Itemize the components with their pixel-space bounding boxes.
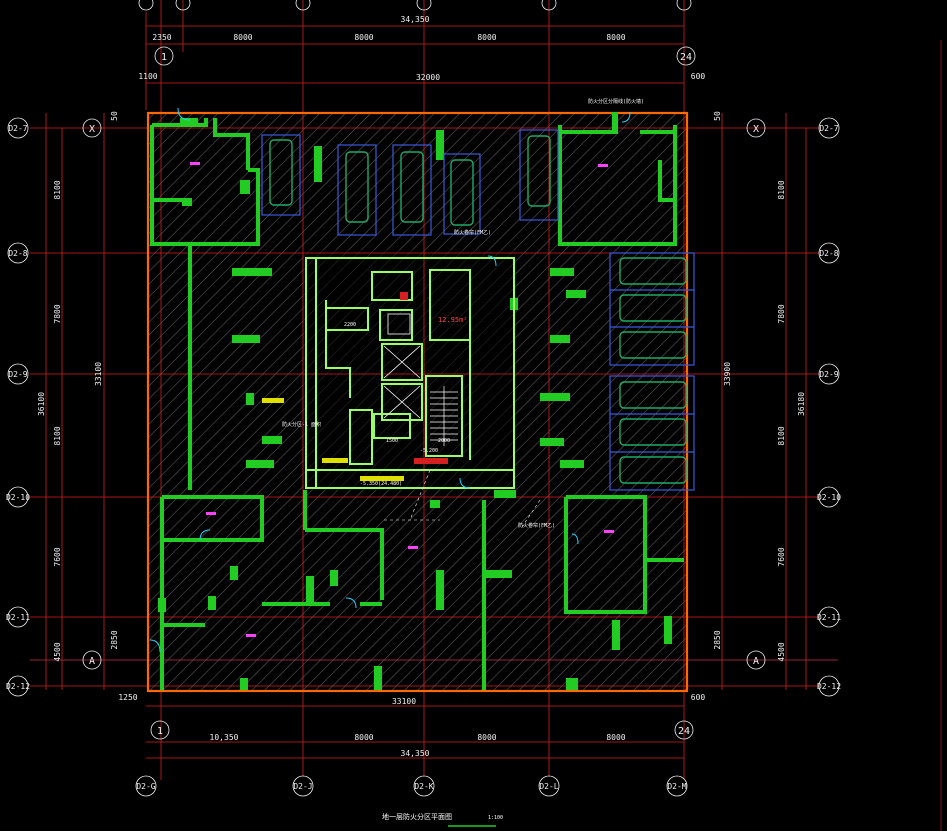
elevation-label-1: -5.350(24.480) <box>360 481 402 487</box>
bottom-grid-tag-5: D2-M <box>667 782 686 791</box>
right-top-offset: 50 <box>713 111 722 121</box>
parking-right <box>609 252 695 491</box>
bottom-col-bubble-24: 24 <box>678 726 690 737</box>
left-grid-tag-3: D2-9 <box>8 370 27 379</box>
bottom-span-1: 10,350 <box>210 733 239 742</box>
right-overall: 36180 <box>797 392 806 416</box>
top-col-bubble-24: 24 <box>680 52 692 63</box>
top-left-offset: 1100 <box>138 72 157 81</box>
door-yellow-1 <box>262 398 284 403</box>
note-mid-right: 防火卷帘(FM乙) <box>518 522 555 529</box>
right-grid-tag-2: D2-8 <box>819 249 838 258</box>
right-grid-tag-5: D2-11 <box>817 613 841 622</box>
left-top-offset: 50 <box>110 111 119 121</box>
core-marker-red <box>400 292 408 300</box>
columns <box>158 112 672 690</box>
fire-zone-boundary <box>146 111 689 693</box>
note-core-top: 防火卷帘(FM乙) <box>454 229 491 236</box>
top-inner-overall: 32000 <box>416 73 440 82</box>
dim-1500: 1500 <box>386 438 398 444</box>
drawing-title: 地一层防火分区平面图 <box>382 812 452 821</box>
door-symbols <box>149 107 631 653</box>
left-grid-tag-2: D2-8 <box>8 249 27 258</box>
right-bottom-b: 2850 <box>713 630 722 649</box>
right-span-2: 7800 <box>777 304 786 323</box>
left-mid: 33100 <box>94 362 103 386</box>
bottom-grid-tag-4: D2-L <box>539 782 558 791</box>
dim-2000: 2000 <box>438 438 450 444</box>
left-span-4: 7600 <box>53 547 62 566</box>
left-grid-tag-6: D2-12 <box>6 682 30 691</box>
area-label: 12.95m² <box>438 316 468 324</box>
bottom-left-offset: 1250 <box>118 693 137 702</box>
dashed-lines <box>384 469 541 531</box>
left-span-2: 7800 <box>53 304 62 323</box>
top-span-4: 8000 <box>477 33 496 42</box>
right-grid-tag-4: D2-10 <box>817 493 841 502</box>
left-row-bubble-x: X <box>89 124 95 135</box>
fire-shutter-red <box>414 458 448 464</box>
row-bubbles <box>82 118 766 670</box>
dimension-lines <box>45 25 807 759</box>
bottom-col-bubble-1: 1 <box>157 726 163 737</box>
right-row-bubble-a: A <box>753 656 759 667</box>
top-span-3: 8000 <box>354 33 373 42</box>
elevation-label-2: -5.200 <box>420 448 438 454</box>
left-grid-tag-5: D2-11 <box>6 613 30 622</box>
right-span-3: 8100 <box>777 426 786 445</box>
dim-2200: 2200 <box>344 322 356 328</box>
door-yellow-2 <box>322 458 348 463</box>
bottom-grid-tags <box>135 775 688 797</box>
core-walls <box>305 257 515 489</box>
left-row-bubble-a: A <box>89 656 95 667</box>
bottom-right-offset: 600 <box>691 693 706 702</box>
bottom-grid-tag-1: D2-G <box>136 782 155 791</box>
right-span-4: 7600 <box>777 547 786 566</box>
left-grid-tags <box>7 117 29 697</box>
right-mid: 33900 <box>723 362 732 386</box>
bottom-span-4: 8000 <box>606 733 625 742</box>
right-span-5: 4500 <box>777 642 786 661</box>
right-grid-tag-6: D2-12 <box>817 682 841 691</box>
note-core-left: 防火分区-1 面积 <box>282 421 321 428</box>
vehicles-right <box>619 257 687 484</box>
left-grid-tag-4: D2-10 <box>6 493 30 502</box>
top-span-2: 8000 <box>233 33 252 42</box>
left-span-3: 8100 <box>53 426 62 445</box>
top-overall-dim: 34,350 <box>401 15 430 24</box>
left-overall: 36100 <box>37 392 46 416</box>
drawing-scale: 1:100 <box>488 815 503 821</box>
elevator-marks <box>383 313 421 419</box>
bottom-span-3: 8000 <box>477 733 496 742</box>
bottom-inner-overall: 33100 <box>392 697 416 706</box>
left-span-1: 8100 <box>53 180 62 199</box>
note-top-right: 防火分区分隔线(防火墙) <box>588 98 644 105</box>
bottom-span-2: 8000 <box>354 733 373 742</box>
top-right-offset: 600 <box>691 72 706 81</box>
door-yellow-3 <box>360 476 404 481</box>
parking-top <box>261 129 559 236</box>
top-col-bubble-1: 1 <box>161 52 167 63</box>
left-bottom-a: 2850 <box>110 630 119 649</box>
right-grid-tag-3: D2-9 <box>819 370 838 379</box>
room-marks <box>190 162 614 637</box>
core-area <box>303 250 515 490</box>
vehicles-top <box>269 135 551 226</box>
left-span-5: 4500 <box>53 642 62 661</box>
right-row-bubble-x: X <box>753 124 759 135</box>
stair-treads <box>430 386 458 446</box>
right-grid-tag-1: D2-7 <box>819 124 838 133</box>
top-column-bubbles <box>138 0 696 740</box>
top-span-5: 8000 <box>606 33 625 42</box>
walls <box>150 118 684 690</box>
left-grid-tag-1: D2-7 <box>8 124 27 133</box>
right-grid-tags <box>818 117 840 697</box>
bottom-grid-tag-2: D2-J <box>293 782 312 791</box>
right-span-1: 8100 <box>777 180 786 199</box>
top-span-1: 2350 <box>152 33 171 42</box>
bottom-overall-dim: 34,350 <box>401 749 430 758</box>
bottom-grid-tag-3: D2-K <box>414 782 433 791</box>
